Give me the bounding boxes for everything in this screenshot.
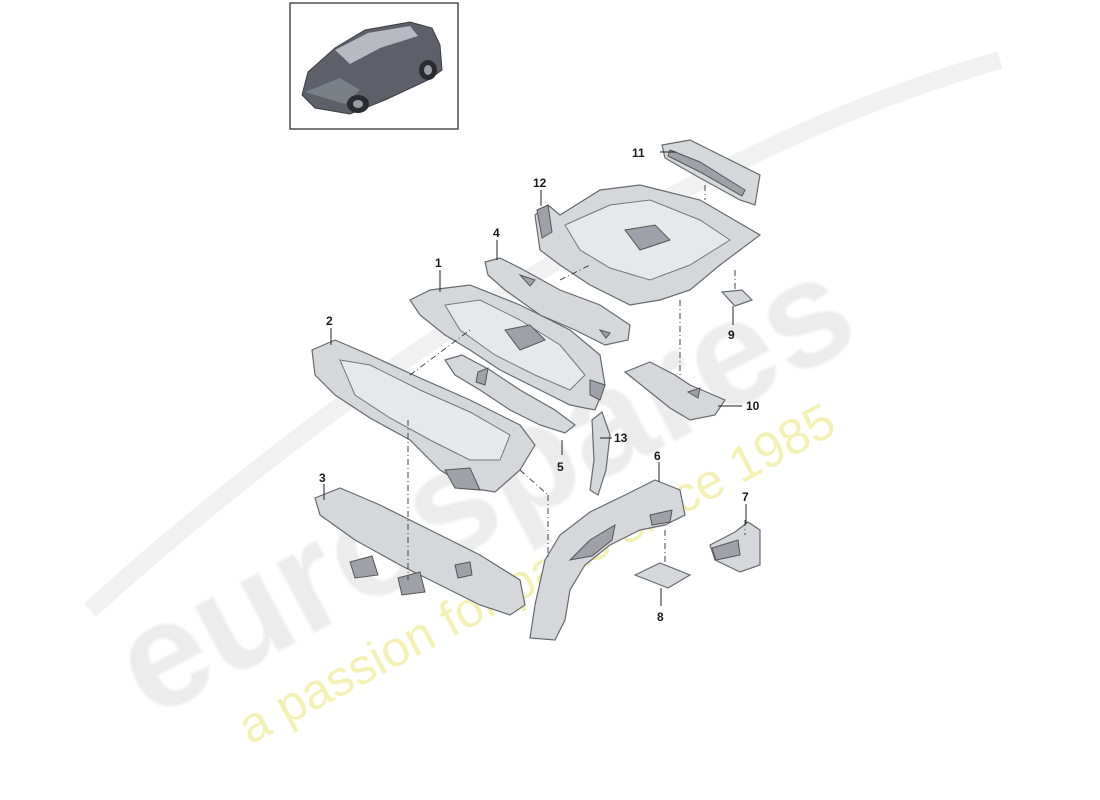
callout-12[interactable]: 12 [533,176,547,190]
callout-2[interactable]: 2 [326,314,333,328]
car-suv-icon [301,21,443,115]
parts-group [311,139,762,641]
part-5-floor-rail[interactable] [444,354,576,434]
part-8-plate[interactable] [633,562,692,589]
callout-9[interactable]: 9 [728,328,735,342]
callout-5[interactable]: 5 [557,460,564,474]
callout-8[interactable]: 8 [657,610,664,624]
assembly-line [559,264,591,281]
assembly-lines [407,185,746,580]
part-6-rear-rail[interactable] [529,479,686,641]
part-4-floor-reinforcement[interactable] [484,257,631,346]
callout-4[interactable]: 4 [493,226,500,240]
vehicle-thumbnail[interactable] [289,2,459,130]
assembly-line [519,469,549,496]
callout-1[interactable]: 1 [435,256,442,270]
callout-11[interactable]: 11 [632,146,645,160]
part-2-front-crossmember[interactable] [311,339,536,493]
leader-lines [323,151,747,606]
callout-13[interactable]: 13 [614,431,628,445]
callout-10[interactable]: 10 [746,399,760,413]
part-1-center-floor[interactable] [409,284,606,411]
part-10-side-bracket[interactable] [623,361,726,421]
part-11-rear-crossmember[interactable] [661,139,761,206]
part-12-rear-floor-pan[interactable] [534,184,762,306]
part-3-lower-crossmember[interactable] [314,487,526,616]
part-9-bracket[interactable] [720,289,754,307]
callout-3[interactable]: 3 [319,471,326,485]
callout-6[interactable]: 6 [654,449,661,463]
part-13-pillar-piece[interactable] [589,411,611,496]
part-7-bracket[interactable] [709,521,761,573]
callout-7[interactable]: 7 [742,490,749,504]
callout-labels: 11 12 4 1 2 5 13 10 9 3 6 7 8 [319,146,760,624]
